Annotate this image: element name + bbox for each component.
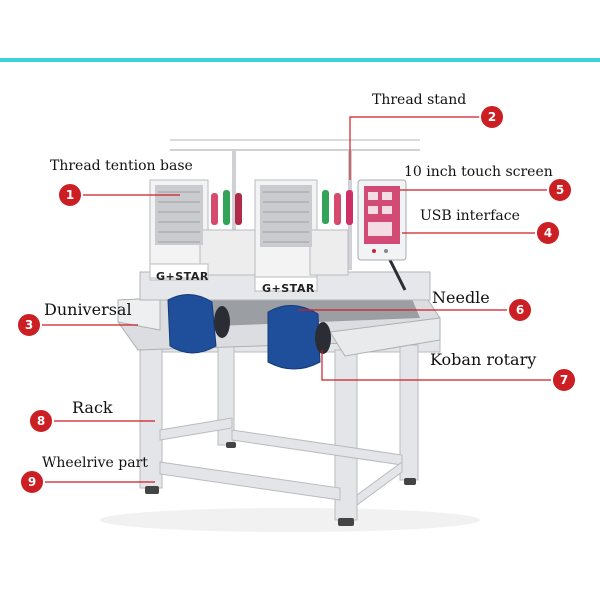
- marker-9: [19, 469, 45, 495]
- marker-5: [547, 177, 573, 203]
- marker-7: [551, 367, 577, 393]
- accent-bar: [0, 58, 600, 62]
- label-thread-tension-base: Thread tention base: [50, 158, 193, 174]
- rotary-motors: [167, 294, 331, 370]
- marker-5-num: 5: [556, 183, 564, 197]
- floor-shadow: [100, 508, 480, 532]
- rack-leg-back-right: [399, 344, 419, 481]
- marker-6-num: 6: [516, 303, 524, 317]
- marker-numbers: 1 2 3 4 5 6 7 8 9: [25, 110, 568, 489]
- marker-2-num: 2: [488, 110, 496, 124]
- rack-crossbar-front: [159, 461, 341, 501]
- marker-4-num: 4: [544, 226, 552, 240]
- label-thread-stand: Thread stand: [372, 92, 467, 108]
- marker-8-num: 8: [37, 414, 45, 428]
- leader-7: [321, 350, 552, 381]
- label-rack: Rack: [72, 398, 113, 417]
- touch-screen-panel: [357, 179, 407, 291]
- label-touch-screen: 10 inch touch screen: [404, 164, 553, 180]
- marker-1: [57, 182, 83, 208]
- feet: [145, 442, 416, 526]
- marker-2: [479, 104, 505, 130]
- marker-6: [507, 297, 533, 323]
- callout-markers: [16, 104, 577, 495]
- marker-3-num: 3: [25, 318, 33, 332]
- left-head-brand: G+STAR: [156, 270, 209, 283]
- thread-spools: [211, 190, 353, 225]
- label-duniversal: Duniversal: [44, 300, 132, 319]
- marker-1-num: 1: [66, 188, 74, 202]
- marker-8: [28, 408, 54, 434]
- marker-4: [535, 220, 561, 246]
- marker-3: [16, 312, 42, 338]
- label-needle: Needle: [432, 288, 490, 307]
- leader-lines: [41, 116, 552, 483]
- rack-crossbar-side: [159, 417, 233, 441]
- label-koban-rotary: Koban rotary: [430, 350, 537, 369]
- leader-2: [349, 116, 480, 180]
- marker-7-num: 7: [560, 373, 568, 387]
- right-head-brand: G+STAR: [262, 282, 315, 295]
- marker-9-num: 9: [28, 475, 36, 489]
- rack-crossbar-back: [231, 429, 403, 466]
- left-embroidery-head: [149, 179, 261, 281]
- rack-crossbar-right: [356, 461, 403, 506]
- label-wheelrive-part: Wheelrive part: [42, 455, 148, 471]
- label-usb-interface: USB interface: [420, 208, 520, 224]
- right-embroidery-head: [254, 179, 349, 292]
